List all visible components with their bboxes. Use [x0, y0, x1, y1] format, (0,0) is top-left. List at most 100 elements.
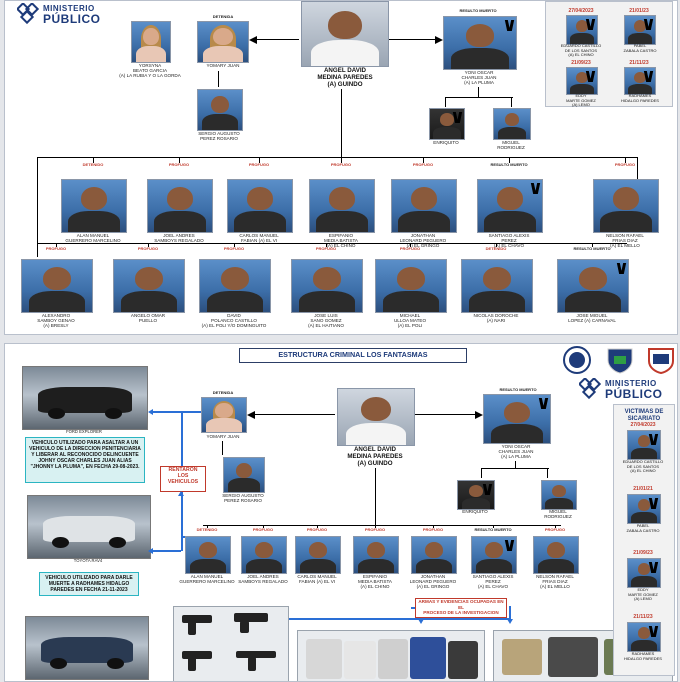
- leader-name: ANGEL DAVID MEDINA PAREDES (A) GUINDO: [317, 67, 373, 88]
- victim-name: EDUARDO CASTILLO DE LOS SANTOS (A) EL CH…: [622, 459, 664, 474]
- member-status: PROFUGO: [544, 527, 566, 532]
- member-status: RESULTO MUERTO: [490, 162, 528, 167]
- member-status: DETENIDO: [82, 162, 104, 167]
- sergio-photo: [197, 89, 243, 131]
- mourning-ribbon-icon: [506, 540, 513, 551]
- yomary-photo: [197, 21, 249, 63]
- connector-line: [317, 525, 319, 528]
- sergio-name: SERGIO AUGUSTO PEREZ ROSARIO: [198, 131, 240, 142]
- yorsyna-photo: [131, 21, 171, 63]
- victim-photo: [566, 15, 598, 45]
- vehicle1-caption: FORD EXPLORER: [66, 429, 102, 434]
- member-photo: [471, 536, 517, 574]
- victim-photo: [627, 622, 661, 652]
- mourning-ribbon-icon: [454, 112, 461, 123]
- yoni-photo: [443, 16, 517, 70]
- member-name: ALAN MANUEL GUERRERO MARCELINO: [179, 574, 235, 585]
- bottom-chart-panel: ESTRUCTURA CRIMINAL LOS FANTASMAS MINIST…: [4, 343, 678, 682]
- connector-line: [259, 157, 261, 163]
- ministerio-logo-icon: [579, 378, 601, 400]
- victim-date: 27/04/2023: [630, 422, 656, 428]
- member-photo: [227, 179, 293, 233]
- victim-name: EDDY MARTE GOMEZ (A) LEMO: [628, 587, 658, 602]
- yomary-status: DETENIDA: [212, 14, 234, 19]
- mourning-ribbon-icon: [587, 19, 594, 30]
- member-name: ESPIFANIO MEDIA BATISTA (A) EL CHINO: [357, 574, 393, 590]
- connector-line: [509, 157, 511, 163]
- member-photo: [461, 259, 533, 313]
- mourning-ribbon-icon: [506, 20, 513, 31]
- connector-line: [555, 525, 557, 528]
- arrow-right-icon: [435, 36, 443, 44]
- member-status: PROFUGO: [399, 246, 421, 251]
- arrow-left-icon: [247, 411, 255, 419]
- top-chart-panel: MINISTERIO PÚBLICO YORSYNA BEATO GARCIA …: [4, 0, 678, 335]
- leader-photo: [337, 388, 415, 446]
- connector-line: [375, 525, 377, 528]
- connector-line: [37, 243, 627, 245]
- mourning-ribbon-icon: [532, 183, 539, 194]
- connector-line: [341, 157, 343, 163]
- ministerio-publico-logo: MINISTERIO PÚBLICO: [17, 3, 137, 26]
- shield-badge-icon: [607, 348, 633, 374]
- mourning-ribbon-icon: [484, 484, 491, 495]
- vehicle2-caption: TOYOTA RAV4: [73, 558, 103, 563]
- connector-line: [496, 243, 498, 247]
- arrow-left-icon: [148, 548, 153, 554]
- member-status: DETENIDO: [196, 527, 218, 532]
- member-status: PROFUGO: [306, 527, 328, 532]
- yoni-name: YONI OSCAR CHARLES JUAN (A) LA PLUMA: [498, 444, 534, 460]
- victim-name: RADHAMES HIDALGO PAREDES: [624, 651, 662, 661]
- member-photo: [557, 259, 629, 313]
- ministerio-publico-logo-2: MINISTERIO PÚBLICO: [579, 378, 677, 401]
- enriquito-name: ENRIQUITO: [433, 140, 459, 145]
- member-photo: [21, 259, 93, 313]
- member-name: SANTIAGO ALEXIS PEREZ (A) EL CHAVO: [472, 574, 514, 590]
- vehicle1-info: VEHICULO UTILIZADO PARA ASALTAR A UN VEH…: [25, 437, 145, 483]
- member-photo: [147, 179, 213, 233]
- member-photo: [295, 536, 341, 574]
- member-name: ALAN MANUEL GUERRERO MARCELINO: [65, 233, 121, 244]
- victim-photo: [627, 430, 661, 460]
- yoni-status: RESULTO MUERTO: [499, 387, 537, 392]
- member-name: NICOLAS DOROCHE (A) NARI: [473, 313, 519, 324]
- victims-title: VICTIMAS DE SICARIATO: [624, 409, 664, 422]
- member-photo: [61, 179, 127, 233]
- member-photo: [185, 536, 231, 574]
- member-status: PROFUGO: [412, 162, 434, 167]
- victim-name: EDUARDO CASTILLO DE LOS SANTOS (A) EL CH…: [560, 43, 602, 58]
- member-photo: [241, 536, 287, 574]
- arrow-right-icon: [475, 411, 483, 419]
- logo-line1: MINISTERIO: [605, 379, 657, 388]
- mourning-ribbon-icon: [645, 71, 652, 82]
- arrow-left-icon: [148, 409, 153, 415]
- victim-name: RADHAMES HIDALGO PAREDES: [621, 93, 659, 103]
- third-vehicle-photo: [25, 616, 149, 680]
- member-status: PROFUGO: [168, 162, 190, 167]
- ministerio-logo-icon: [17, 3, 39, 25]
- connector-line: [625, 157, 627, 163]
- member-name: ALEXANDRO SAMBOY GENAO (A) BRESLY: [37, 313, 75, 329]
- member-status: PROFUGO: [248, 162, 270, 167]
- member-photo: [291, 259, 363, 313]
- member-name: JOEL ANDRES SAMBOYS REGALADO: [238, 574, 288, 585]
- member-photo: [353, 536, 399, 574]
- logo-line1: MINISTERIO: [43, 4, 95, 13]
- member-name: NELSON RAFAEL FRIAS DIAZ (A) EL MELLO: [536, 574, 574, 590]
- member-photo: [533, 536, 579, 574]
- member-status: PROFUGO: [223, 246, 245, 251]
- connector-line: [234, 243, 236, 247]
- connector-line: [410, 243, 412, 247]
- structure-title: ESTRUCTURA CRIMINAL LOS FANTASMAS: [239, 348, 467, 363]
- enriquito-photo: [429, 108, 465, 140]
- miguel-name: MIGUEL RODRIGUEZ: [497, 140, 525, 151]
- crest-icon: [648, 348, 674, 374]
- yorsyna-name: YORSYNA BEATO GARCIA (A) LA RUBIA Y O LA…: [119, 63, 181, 79]
- connector-line: [179, 157, 181, 163]
- evidence-label: ARMAS Y EVIDENCIAS OCUPADAS EN EL PROCES…: [415, 598, 507, 618]
- member-status: PROFUGO: [252, 527, 274, 532]
- connector-line: [493, 525, 495, 528]
- victim-name: EDDY MARTE GOMEZ (A) LEMO: [566, 93, 596, 108]
- member-name: NELSON RAFAEL FRIAS DIAZ (A) EL MELLO: [606, 233, 644, 249]
- member-name: DAVID POLANCO CASTILLO (A) EL POLI Y/O D…: [201, 313, 267, 329]
